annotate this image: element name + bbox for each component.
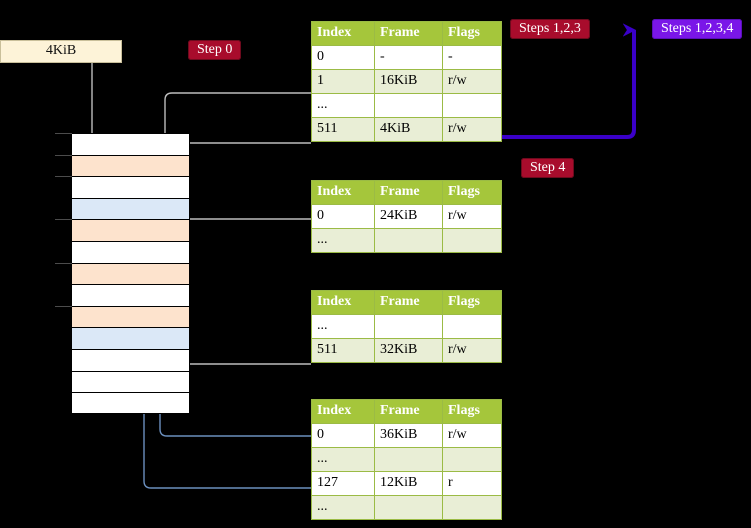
table-row[interactable]: ... (311, 447, 502, 472)
badge-step0: Step 0 (188, 40, 242, 60)
column-header-index: Index (311, 290, 375, 315)
memory-row-tick (55, 305, 72, 307)
table-row[interactable]: ... (311, 93, 502, 118)
column-header-flags: Flags (442, 21, 502, 46)
cell-index: 511 (311, 117, 375, 142)
memory-row-tick (55, 262, 72, 264)
cell-flags (442, 314, 502, 339)
cell-flags: r/w (442, 423, 502, 448)
memory-row-tick (55, 133, 72, 134)
memory-row (71, 219, 190, 241)
cell-index: ... (311, 228, 375, 253)
memory-row (71, 370, 190, 393)
cell-index: 1 (311, 69, 375, 94)
table-row[interactable]: ... (311, 314, 502, 339)
memory-row (71, 154, 190, 177)
cell-flags: r/w (442, 117, 502, 142)
column-header-frame: Frame (374, 399, 443, 424)
memory-row (71, 349, 190, 371)
memory-row-tick (55, 154, 72, 156)
memory-column (71, 133, 190, 414)
column-header-frame: Frame (374, 21, 443, 46)
memory-row (71, 133, 190, 155)
column-header-flags: Flags (442, 180, 502, 205)
cell-index: 0 (311, 423, 375, 448)
badge-steps1234: Steps 1,2,3,4 (652, 19, 743, 39)
cell-frame: 12KiB (374, 471, 443, 496)
cell-flags: r (442, 471, 502, 496)
cell-flags: r/w (442, 204, 502, 229)
cell-index: 511 (311, 338, 375, 363)
kib-box: 4KiB (0, 40, 122, 63)
cell-frame: 32KiB (374, 338, 443, 363)
table-row[interactable]: ... (311, 495, 502, 520)
memory-row-tick (55, 176, 72, 178)
memory-row-tick (55, 219, 72, 221)
cell-flags: r/w (442, 69, 502, 94)
column-header-index: Index (311, 21, 375, 46)
memory-row (71, 284, 190, 306)
cell-flags (442, 228, 502, 253)
memory-row (71, 197, 190, 220)
cell-frame: 16KiB (374, 69, 443, 94)
cell-flags: r/w (442, 338, 502, 363)
column-header-frame: Frame (374, 180, 443, 205)
cell-frame: 24KiB (374, 204, 443, 229)
cell-frame: 36KiB (374, 423, 443, 448)
cell-flags (442, 447, 502, 472)
cell-index: 127 (311, 471, 375, 496)
cell-flags: - (442, 45, 502, 70)
column-header-index: Index (311, 180, 375, 205)
cell-index: ... (311, 495, 375, 520)
table-row[interactable]: ... (311, 228, 502, 253)
cell-index: ... (311, 447, 375, 472)
link-memory-to-pml4 (178, 142, 311, 157)
cell-frame (374, 228, 443, 253)
cell-index: 0 (311, 204, 375, 229)
memory-row (71, 176, 190, 198)
cell-index: 0 (311, 45, 375, 70)
memory-row (71, 241, 190, 263)
cell-frame (374, 447, 443, 472)
memory-row (71, 392, 190, 414)
cell-frame (374, 93, 443, 118)
cell-index: ... (311, 93, 375, 118)
cell-index: ... (311, 314, 375, 339)
column-header-frame: Frame (374, 290, 443, 315)
column-header-flags: Flags (442, 399, 502, 424)
link-steps-bracket (492, 30, 636, 139)
cell-frame (374, 314, 443, 339)
cell-frame (374, 495, 443, 520)
cell-flags (442, 93, 502, 118)
cell-frame: 4KiB (374, 117, 443, 142)
badge-step4: Step 4 (521, 158, 575, 178)
column-header-index: Index (311, 399, 375, 424)
kib-box-label: 4KiB (45, 43, 77, 58)
cell-flags (442, 495, 502, 520)
badge-steps123: Steps 1,2,3 (510, 19, 590, 39)
table-row[interactable]: 0-- (311, 45, 502, 70)
memory-row (71, 327, 190, 349)
cell-frame: - (374, 45, 443, 70)
link-pdpt-to-memory (179, 218, 311, 258)
memory-row (71, 262, 190, 285)
memory-row (71, 305, 190, 328)
column-header-flags: Flags (442, 290, 502, 315)
